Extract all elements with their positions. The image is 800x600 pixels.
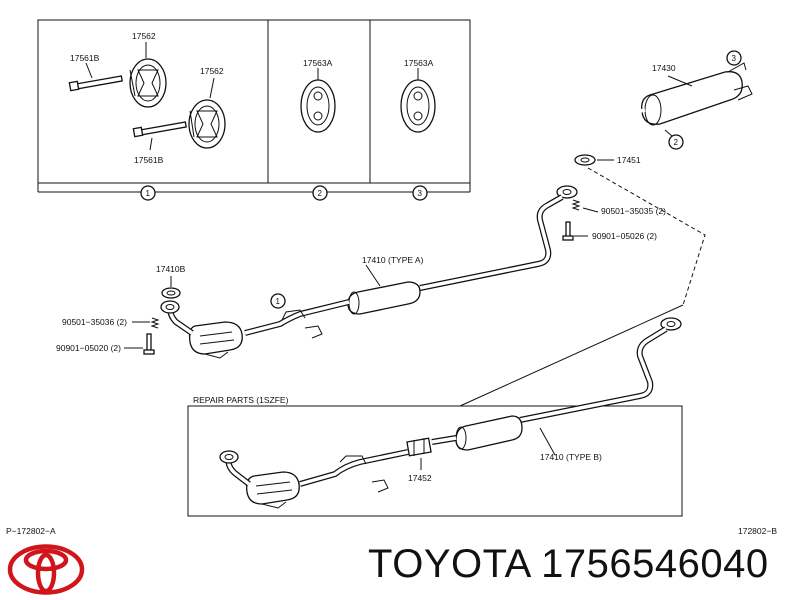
callout-circle-3-muffler bbox=[726, 50, 742, 66]
gasket-17410b[interactable] bbox=[161, 276, 181, 299]
spring-90501-35035[interactable] bbox=[571, 199, 599, 213]
callout-circle-2-muffler bbox=[668, 134, 684, 150]
tail-muffler-17430[interactable] bbox=[584, 62, 753, 146]
bolt-17561b-top[interactable] bbox=[68, 62, 123, 92]
bolt-90901-05020[interactable] bbox=[124, 333, 155, 355]
hanger-17562-top[interactable] bbox=[129, 42, 167, 108]
callout-3-box: 3 bbox=[418, 189, 423, 198]
bolt-17561b-bottom[interactable] bbox=[132, 121, 187, 151]
part-label-17451: 17451 bbox=[617, 155, 641, 165]
callout-2-box: 2 bbox=[318, 189, 323, 198]
part-label-90501-35035: 90501−35035 (2) bbox=[601, 206, 666, 216]
part-label-17561b-top: 17561B bbox=[70, 53, 100, 63]
callout-3-muffler: 3 bbox=[732, 54, 737, 63]
part-label-17452: 17452 bbox=[408, 473, 432, 483]
part-label-17410b: 17410B bbox=[156, 264, 186, 274]
spring-90501-35036[interactable] bbox=[132, 317, 160, 329]
part-label-17563a-right: 17563A bbox=[404, 58, 434, 68]
part-label-90501-35036: 90501−35036 (2) bbox=[62, 317, 127, 327]
callout-1-box: 1 bbox=[146, 189, 151, 198]
part-label-17563a-left: 17563A bbox=[303, 58, 333, 68]
part-label-17410-type-b: 17410 (TYPE B) bbox=[540, 452, 602, 462]
hanger-17562-right[interactable] bbox=[188, 77, 226, 149]
hanger-17563a-right[interactable] bbox=[400, 68, 436, 133]
part-label-90901-05026: 90901−05026 (2) bbox=[592, 231, 657, 241]
brand-part-number: TOYOTA 1756546040 bbox=[368, 542, 769, 586]
bolt-90901-05026[interactable] bbox=[562, 221, 588, 241]
dashed-connector bbox=[587, 167, 706, 306]
repair-parts-box bbox=[187, 304, 684, 517]
reference-code-left: P−172802−A bbox=[6, 526, 56, 536]
part-label-90901-05020: 90901−05020 (2) bbox=[56, 343, 121, 353]
part-label-17562-right: 17562 bbox=[200, 66, 224, 76]
callout-1-pipe: 1 bbox=[276, 297, 281, 306]
repair-parts-title: REPAIR PARTS (1SZFE) bbox=[193, 395, 289, 405]
callout-2-muffler: 2 bbox=[674, 138, 679, 147]
exhaust-pipe-17410-type-b[interactable] bbox=[219, 317, 682, 509]
parts-box-top bbox=[37, 19, 471, 193]
part-label-17562-top: 17562 bbox=[132, 31, 156, 41]
callout-circle-1-box bbox=[140, 185, 156, 201]
hanger-17563a-left[interactable] bbox=[300, 68, 336, 133]
part-label-17561b-bottom: 17561B bbox=[134, 155, 164, 165]
part-label-17430: 17430 bbox=[652, 63, 676, 73]
toyota-logo-icon bbox=[7, 544, 85, 595]
callout-circle-2-box bbox=[312, 185, 328, 201]
gasket-17451[interactable] bbox=[574, 154, 614, 166]
callout-circle-1-pipe bbox=[270, 293, 286, 309]
callout-circle-3-box bbox=[412, 185, 428, 201]
part-label-17410-type-a: 17410 (TYPE A) bbox=[362, 255, 424, 265]
exhaust-pipe-17410-type-a[interactable] bbox=[160, 185, 578, 359]
reference-code-right: 172802−B bbox=[738, 526, 777, 536]
